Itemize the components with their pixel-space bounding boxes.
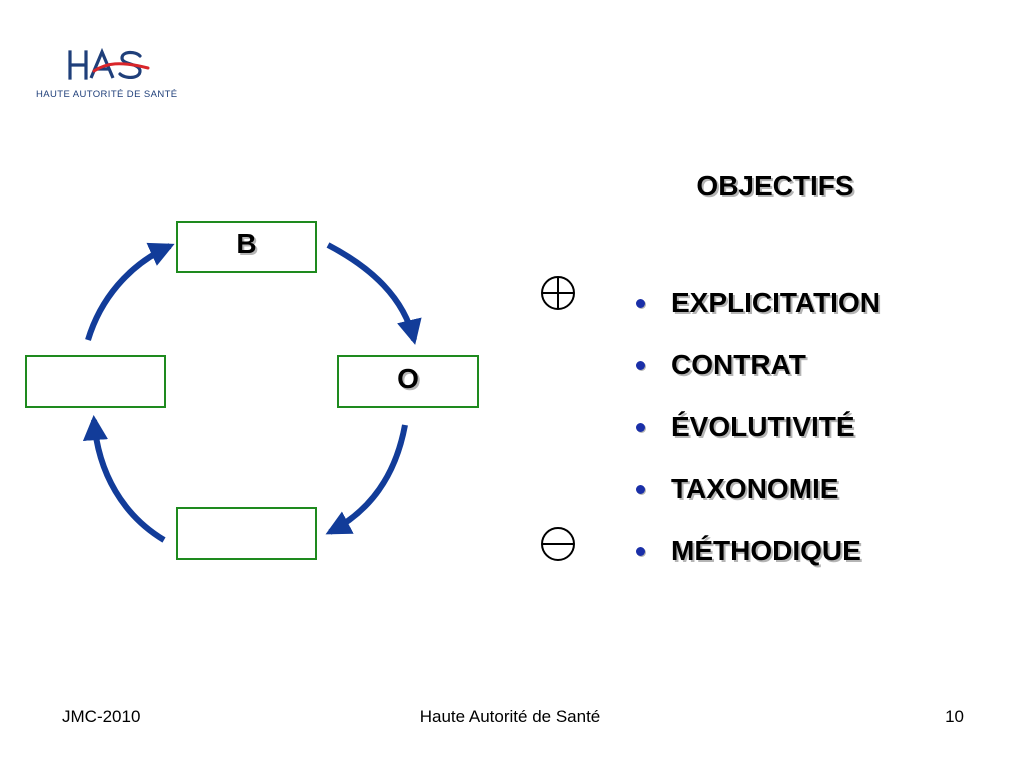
arrow-bottom-to-left [82,414,166,543]
has-logo: HAUTE AUTORITÉ DE SANTÉ [36,44,196,108]
list-item: CONTRAT [632,334,880,396]
objective-label: EXPLICITATION [671,287,880,318]
objective-label: TAXONOMIE [671,473,839,504]
objective-label: CONTRAT [671,349,806,380]
cycle-box-right: O [337,355,479,408]
slide-number: 10 [945,707,964,726]
circled-minus-icon [541,527,575,561]
arrow-top-to-right [326,242,422,345]
bullet-icon [636,546,645,556]
cycle-box-bottom [176,507,317,560]
footer-organization: Haute Autorité de Santé [419,707,601,726]
bullet-icon [636,422,645,432]
bullet-icon [636,298,645,308]
bullet-icon [636,484,645,494]
cycle-box-top: B [176,221,317,273]
list-item: MÉTHODIQUE [632,520,880,582]
list-item: EXPLICITATION [632,272,880,334]
objectives-title: OBJECTIFS [696,170,854,201]
list-item: TAXONOMIE [632,458,880,520]
cycle-box-left [25,355,166,408]
footer-author-date: JMC-2010 [62,707,141,726]
list-item: ÉVOLUTIVITÉ [632,396,880,458]
arrow-right-to-bottom [325,424,408,535]
circled-plus-icon [541,276,575,310]
arrow-left-to-top [85,242,175,341]
logo-subtitle: HAUTE AUTORITÉ DE SANTÉ [36,89,178,100]
objective-label: ÉVOLUTIVITÉ [671,411,855,442]
objectives-list: EXPLICITATION CONTRAT ÉVOLUTIVITÉ TAXONO… [632,272,880,582]
bullet-icon [636,360,645,370]
objective-label: MÉTHODIQUE [671,535,861,566]
has-wordmark-icon [68,47,150,80]
